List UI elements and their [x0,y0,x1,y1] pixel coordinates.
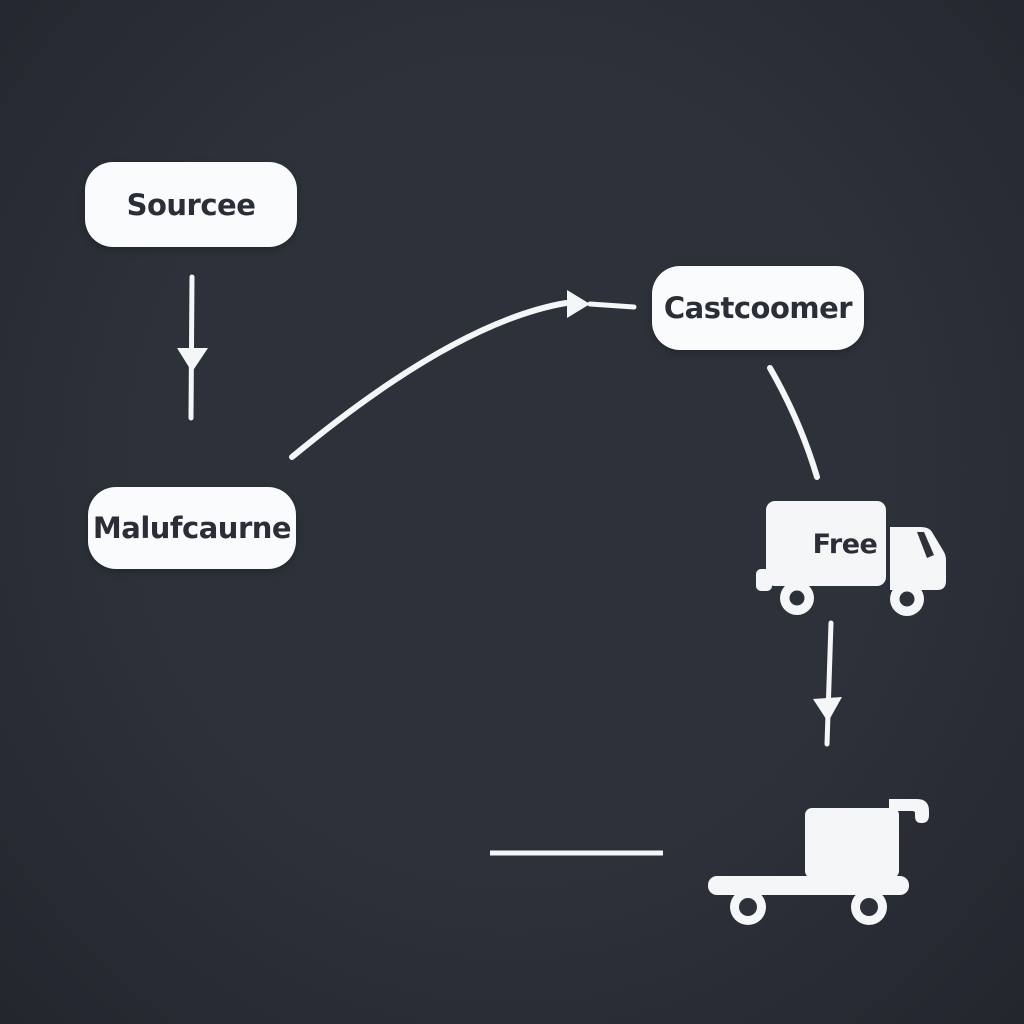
arrow-truck-to-cart [813,620,842,747]
cart-package [805,808,899,878]
arrow-manufacturer-to-customer [289,290,637,460]
arrow-tail [587,301,637,310]
arrow-shaft [188,274,195,421]
node-manufacturer: Malufcaurne [88,487,296,569]
arrowhead-down [813,697,842,722]
node-customer: Castcoomer [652,266,864,350]
truck-front-wheel-hub [899,591,915,607]
connector-customer-to-truck [767,365,820,480]
truck-cargo-label: Free [812,528,878,560]
arrow-shaft [824,620,834,747]
delivery-truck-icon [756,501,946,616]
node-customer-label: Castcoomer [663,291,853,325]
node-source-label: Sourcee [126,187,256,222]
arrow-source-to-manufacturer [177,274,208,421]
truck-windshield [917,532,934,558]
cart-handle [889,799,929,823]
arrowhead-down [177,348,208,372]
node-manufacturer-label: Malufcaurne [92,511,292,545]
hand-cart-icon [708,799,929,925]
truck-cab [890,527,946,590]
cart-left-wheel-hub [739,898,757,916]
truck-rear-wheel-hub [789,590,805,606]
cart-platform [708,876,909,895]
arrowhead-right [567,290,590,318]
cart-right-wheel-hub [860,898,878,916]
arrow-curve [289,300,569,460]
truck-cargo-box [766,501,886,586]
node-source: Sourcee [85,162,297,247]
